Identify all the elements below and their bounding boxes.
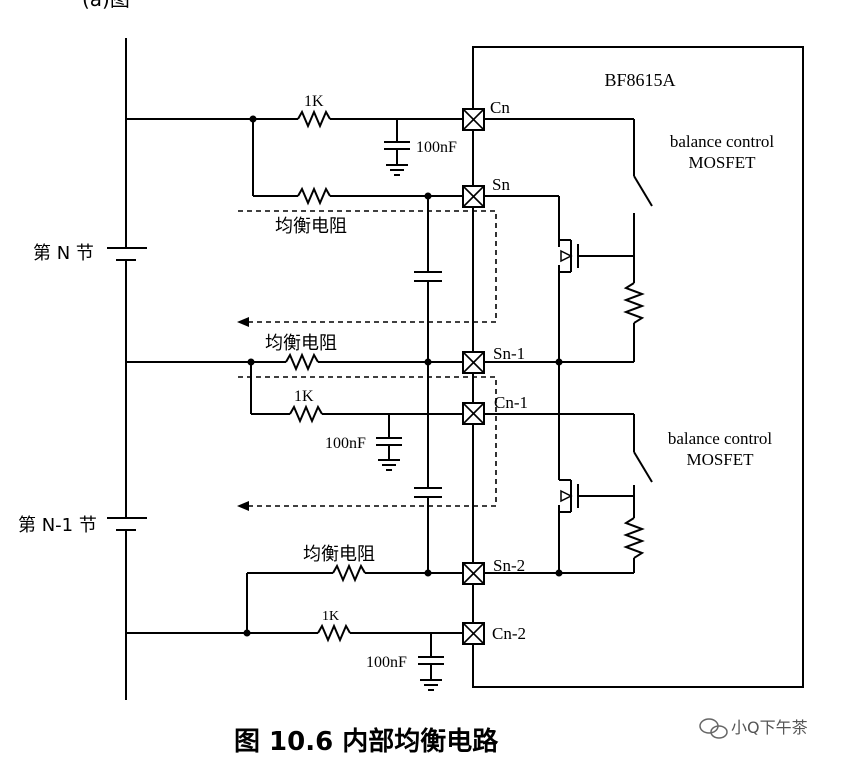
pin-label-sn-2: Sn-2 (493, 556, 525, 575)
c100n-top-label: 100nF (416, 139, 457, 156)
junction-cn-left (249, 115, 257, 123)
r1k-top-label: 1K (304, 93, 324, 110)
pin-cn-2 (462, 622, 485, 645)
balance-res-label-2: 均衡电阻 (265, 333, 337, 354)
sn-wiring (253, 186, 560, 573)
junction-sn-2-right (555, 569, 563, 577)
lower-mosfet (558, 362, 645, 574)
chip-name: BF8615A (604, 70, 675, 90)
upper-mosfet-label-2: MOSFET (688, 153, 756, 172)
figure-caption: 图 10.6 内部均衡电路 (234, 726, 499, 757)
current-arrow-lower (237, 501, 249, 511)
upper-mosfet-label-1: balance control (670, 132, 775, 151)
cn-wiring (126, 109, 653, 283)
watermark-text: 小Q下午茶 (731, 718, 808, 737)
junction-sn-1-left (247, 358, 255, 366)
c100n-bottom-label: 100nF (366, 654, 407, 671)
wechat-icon (699, 718, 728, 739)
lower-mosfet-arrow (560, 489, 573, 503)
cn-2-wiring (126, 623, 462, 691)
balance-res-label-1: 均衡电阻 (275, 216, 347, 237)
pin-sn-2 (462, 562, 485, 585)
lower-mosfet-label-2: MOSFET (686, 450, 754, 469)
pin-label-cn-2: Cn-2 (492, 624, 526, 643)
r1k-bottom-label: 1K (322, 609, 339, 624)
pin-label-sn-1: Sn-1 (493, 344, 525, 363)
balance-current-paths (238, 210, 497, 507)
cn-1-wiring (251, 404, 653, 518)
junction-cn-2-left (243, 629, 251, 637)
c100n-mid-label: 100nF (325, 435, 366, 452)
pin-sn (462, 185, 485, 208)
top-partial-label: (a)图 (82, 0, 130, 11)
sn-1-wiring (126, 352, 559, 414)
r1k-mid-label: 1K (294, 388, 314, 405)
pin-cn (462, 108, 485, 131)
sn-2-wiring (246, 563, 559, 633)
pin-label-cn-1: Cn-1 (494, 393, 528, 412)
junction-sn-2-cap (424, 569, 432, 577)
pin-sn-1 (462, 351, 485, 374)
upper-mosfet (558, 239, 645, 363)
lower-mosfet-label-1: balance control (668, 429, 773, 448)
upper-mosfet-arrow (560, 249, 573, 263)
current-arrow-upper (237, 317, 249, 327)
pin-label-cn: Cn (490, 98, 510, 117)
pin-label-sn: Sn (492, 175, 510, 194)
cell-n-minus-1-label: 第 N-1 节 (18, 515, 97, 536)
junction-sn-1-cap (424, 358, 432, 366)
battery-stack (107, 38, 147, 700)
pin-cn-1 (462, 402, 485, 425)
junction-sn (424, 192, 432, 200)
watermark: 小Q下午茶 (699, 718, 808, 739)
balance-res-label-3: 均衡电阻 (303, 544, 375, 565)
cell-n-label: 第 N 节 (33, 243, 94, 264)
